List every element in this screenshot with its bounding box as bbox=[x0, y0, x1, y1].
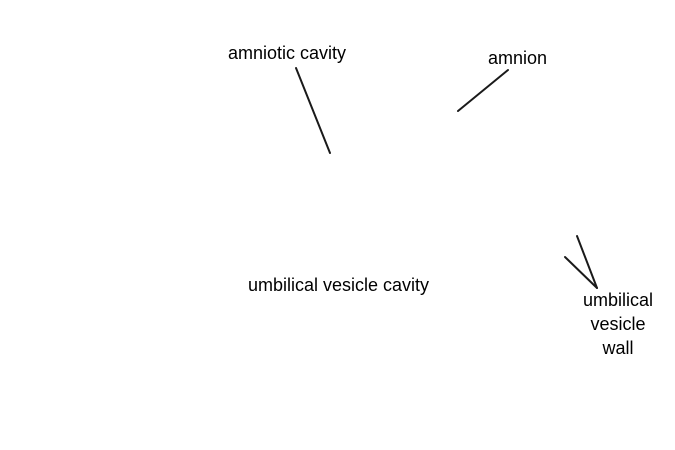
amnion-leader-line bbox=[457, 69, 509, 112]
amnion-label: amnion bbox=[488, 48, 548, 68]
amniotic-cavity-label: amniotic cavity bbox=[228, 43, 347, 63]
umbilical-vesicle-cavity-label: umbilical vesicle cavity bbox=[248, 275, 430, 295]
umbilical-vesicle-wall-label: umbilical vesicle wall bbox=[566, 288, 670, 360]
umbilical-vesicle-wall-leader-line-lower bbox=[564, 256, 598, 289]
umbilical-vesicle-wall-leader-line-upper bbox=[576, 235, 598, 289]
umbilical-vesicle-wall-label-line-3: wall bbox=[602, 338, 634, 358]
umbilical-vesicle-wall-label-line-1: umbilical bbox=[582, 290, 654, 310]
amniotic-cavity-leader-line bbox=[295, 67, 331, 154]
umbilical-vesicle-wall-label-line-2: vesicle bbox=[590, 314, 646, 334]
